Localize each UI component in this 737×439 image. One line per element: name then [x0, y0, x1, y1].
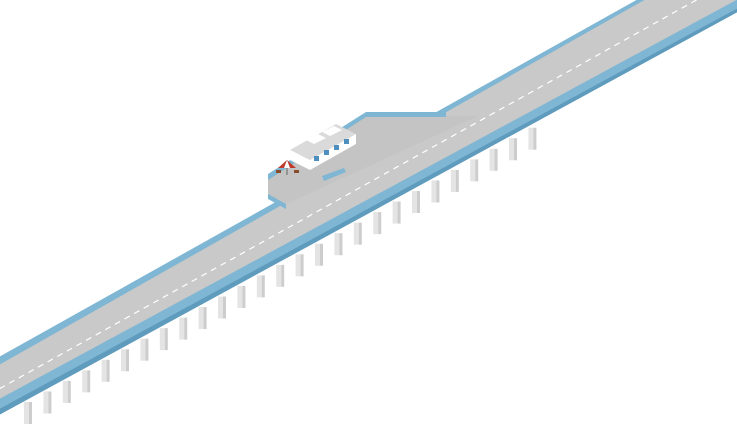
pillar-side — [514, 138, 517, 161]
lane-markings — [0, 0, 700, 394]
roof-unit — [322, 126, 342, 136]
pillar — [509, 138, 514, 161]
pillar — [373, 212, 379, 235]
pillar-side — [455, 169, 459, 192]
pillar-row — [24, 127, 537, 424]
elevated-highway — [0, 0, 737, 415]
pillar — [412, 191, 417, 213]
pillar — [334, 233, 340, 256]
pillar-side — [87, 370, 91, 393]
pillar-side — [48, 391, 52, 414]
bench — [276, 170, 281, 173]
pillar — [43, 391, 49, 414]
pillar — [140, 338, 146, 361]
pillar — [431, 180, 437, 203]
pillar-side — [261, 275, 265, 298]
pillar-side — [320, 243, 323, 266]
plaza-barrier-back — [366, 112, 446, 117]
pillar — [24, 402, 29, 424]
pillar-side — [67, 380, 71, 403]
pillar — [392, 201, 398, 224]
plaza-floor — [268, 116, 478, 206]
pillar — [315, 243, 320, 266]
building-window — [334, 145, 339, 150]
pillar-side — [203, 307, 207, 330]
pillar-side — [417, 191, 420, 213]
pillar-side — [223, 296, 226, 319]
pillar-side — [106, 359, 110, 382]
plaza-ramp-mark — [322, 168, 346, 181]
pillar-side — [494, 148, 498, 171]
pillar-side — [378, 212, 382, 235]
pillar — [256, 275, 262, 298]
building-front-wall — [290, 150, 310, 170]
pillar — [82, 370, 88, 393]
umbrella-canopy-white — [284, 160, 290, 168]
pillar-side — [242, 285, 246, 308]
pillar-side — [281, 264, 285, 287]
pillar — [62, 380, 68, 403]
service-building-icon — [290, 124, 356, 170]
pillar — [470, 159, 476, 182]
pillar-side — [300, 254, 304, 277]
pillar-side — [29, 402, 32, 424]
pillar — [528, 127, 534, 150]
plaza-barrier-front — [268, 194, 286, 209]
cafe-umbrella-icon — [276, 160, 299, 175]
lane-dash-line — [0, 0, 700, 394]
pillar — [179, 317, 185, 340]
pillar-side — [339, 233, 343, 256]
near-barrier-side — [0, 8, 737, 415]
pillar-side — [126, 349, 129, 372]
pillar — [295, 254, 301, 277]
bench — [294, 170, 299, 173]
pillar — [159, 328, 165, 351]
pillar — [121, 349, 126, 372]
building-roof — [290, 124, 356, 160]
pillar-side — [145, 338, 149, 361]
pillar-side — [533, 127, 537, 150]
pillar-side — [358, 222, 362, 245]
pillar — [353, 222, 359, 245]
pillar-side — [184, 317, 188, 340]
pillar — [276, 264, 282, 287]
pillar — [489, 148, 495, 171]
pillar-side — [164, 328, 168, 351]
building-window — [324, 150, 329, 155]
pillar-side — [475, 159, 479, 182]
pillar — [450, 169, 456, 192]
pillar-side — [436, 180, 440, 203]
pillar — [218, 296, 223, 319]
pillar — [237, 285, 243, 308]
pillar — [101, 359, 107, 382]
roof-unit — [306, 134, 326, 144]
building-window — [314, 156, 319, 161]
building-window — [344, 139, 349, 144]
pillar-side — [397, 201, 401, 224]
pillar — [198, 307, 204, 330]
